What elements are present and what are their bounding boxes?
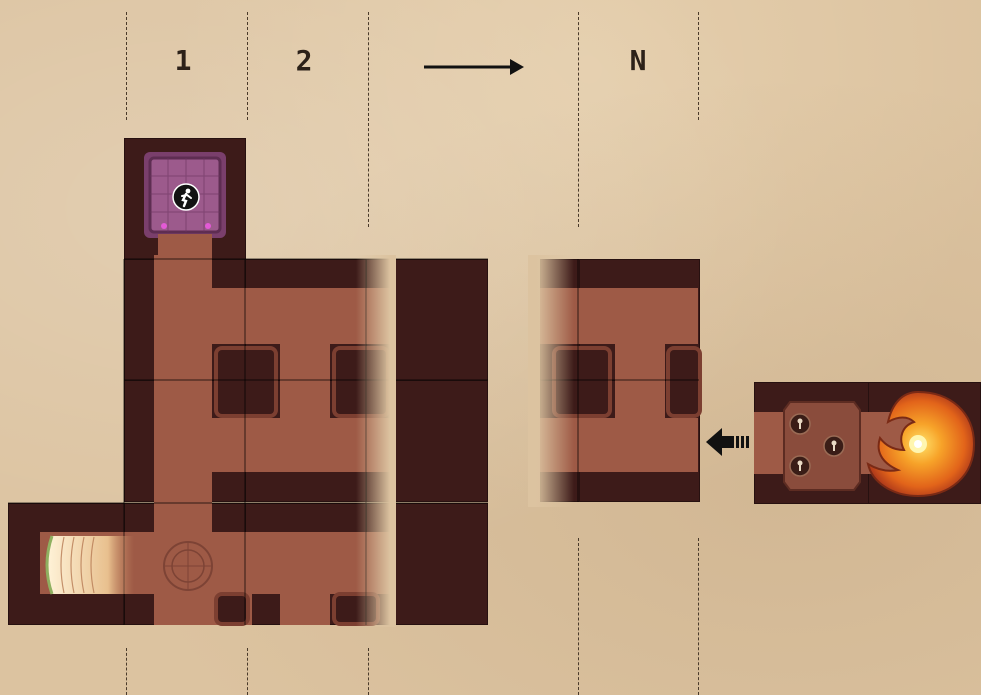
left-push-arrow-icon[interactable]: [706, 428, 750, 460]
column-divider: [578, 12, 579, 227]
gate-platform: [782, 400, 862, 496]
right-arrow-icon: [424, 56, 526, 82]
board-fade-right: [356, 255, 396, 627]
column-label-n: N: [618, 44, 658, 77]
column-divider: [368, 648, 369, 695]
column-divider: [126, 648, 127, 695]
column-divider: [698, 538, 699, 695]
board-fade-left: [528, 255, 574, 507]
column-divider: [247, 648, 248, 695]
column-divider: [247, 12, 248, 120]
column-label-1: 1: [163, 44, 203, 77]
tunnel-entrance-icon: [38, 532, 138, 602]
column-divider: [126, 12, 127, 120]
rune-circle: [160, 538, 216, 598]
column-label-2: 2: [284, 44, 324, 77]
lava-vortex-icon: [858, 386, 978, 506]
column-divider: [578, 538, 579, 695]
column-divider: [698, 12, 699, 120]
